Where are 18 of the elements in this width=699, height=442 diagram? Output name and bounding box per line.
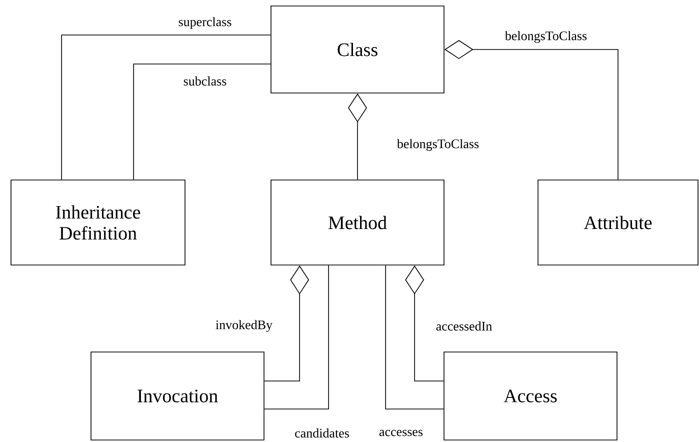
class-box: Inheritance Definition [10,180,186,266]
class-box: Attribute [538,180,698,266]
edge-label: subclass [184,76,226,86]
association-line [264,265,329,410]
edge-label: invokedBy [216,320,272,332]
association-line [61,34,271,180]
association-line [385,265,444,410]
class-box: Access [444,352,618,440]
class-box: Class [270,6,444,94]
class-box: Method [270,180,444,266]
edge-label: superclass [178,17,232,29]
edge-label: belongsToClass [396,139,479,151]
edge-label: candidates [295,428,349,438]
association-line [133,64,271,180]
edge-label: accessedIn [436,321,492,331]
edge-label: belongsToClass [504,31,587,43]
class-box: Invocation [90,352,264,440]
edge-label: accesses [379,430,423,436]
